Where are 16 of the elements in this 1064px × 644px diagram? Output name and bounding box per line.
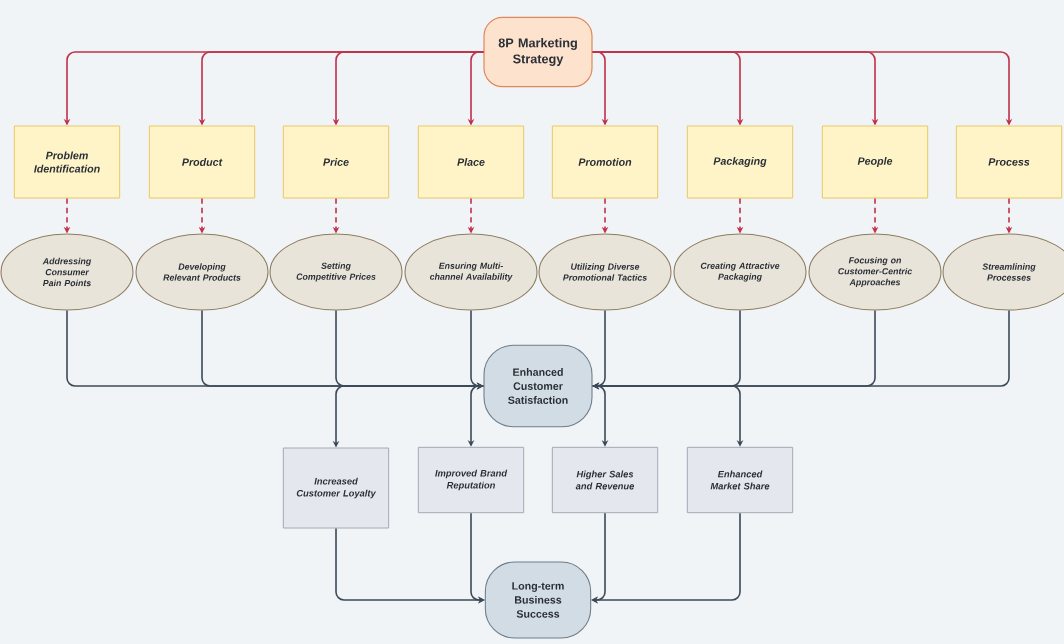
arrow bbox=[591, 385, 744, 447]
category-box: Place bbox=[417, 125, 525, 199]
strategy-box: 8P Marketing Strategy bbox=[483, 16, 593, 88]
outcome-box: Increased Customer Loyalty bbox=[282, 447, 390, 529]
category-box: Problem Identification bbox=[13, 125, 121, 199]
category-box: Packaging bbox=[686, 125, 794, 199]
arrow bbox=[591, 512, 741, 604]
category-box: Price bbox=[282, 125, 390, 199]
category-box: Promotion bbox=[551, 125, 659, 199]
category-box: Product bbox=[148, 125, 256, 199]
outcome-box: Enhanced Market Share bbox=[686, 446, 794, 514]
outcome-box: Higher Sales and Revenue bbox=[551, 446, 659, 514]
category-box: People bbox=[821, 125, 929, 199]
goal-oval: Long-term Business Success bbox=[484, 561, 592, 639]
category-box: Process bbox=[955, 125, 1063, 199]
outcome-box: Improved Brand Reputation bbox=[417, 446, 525, 514]
